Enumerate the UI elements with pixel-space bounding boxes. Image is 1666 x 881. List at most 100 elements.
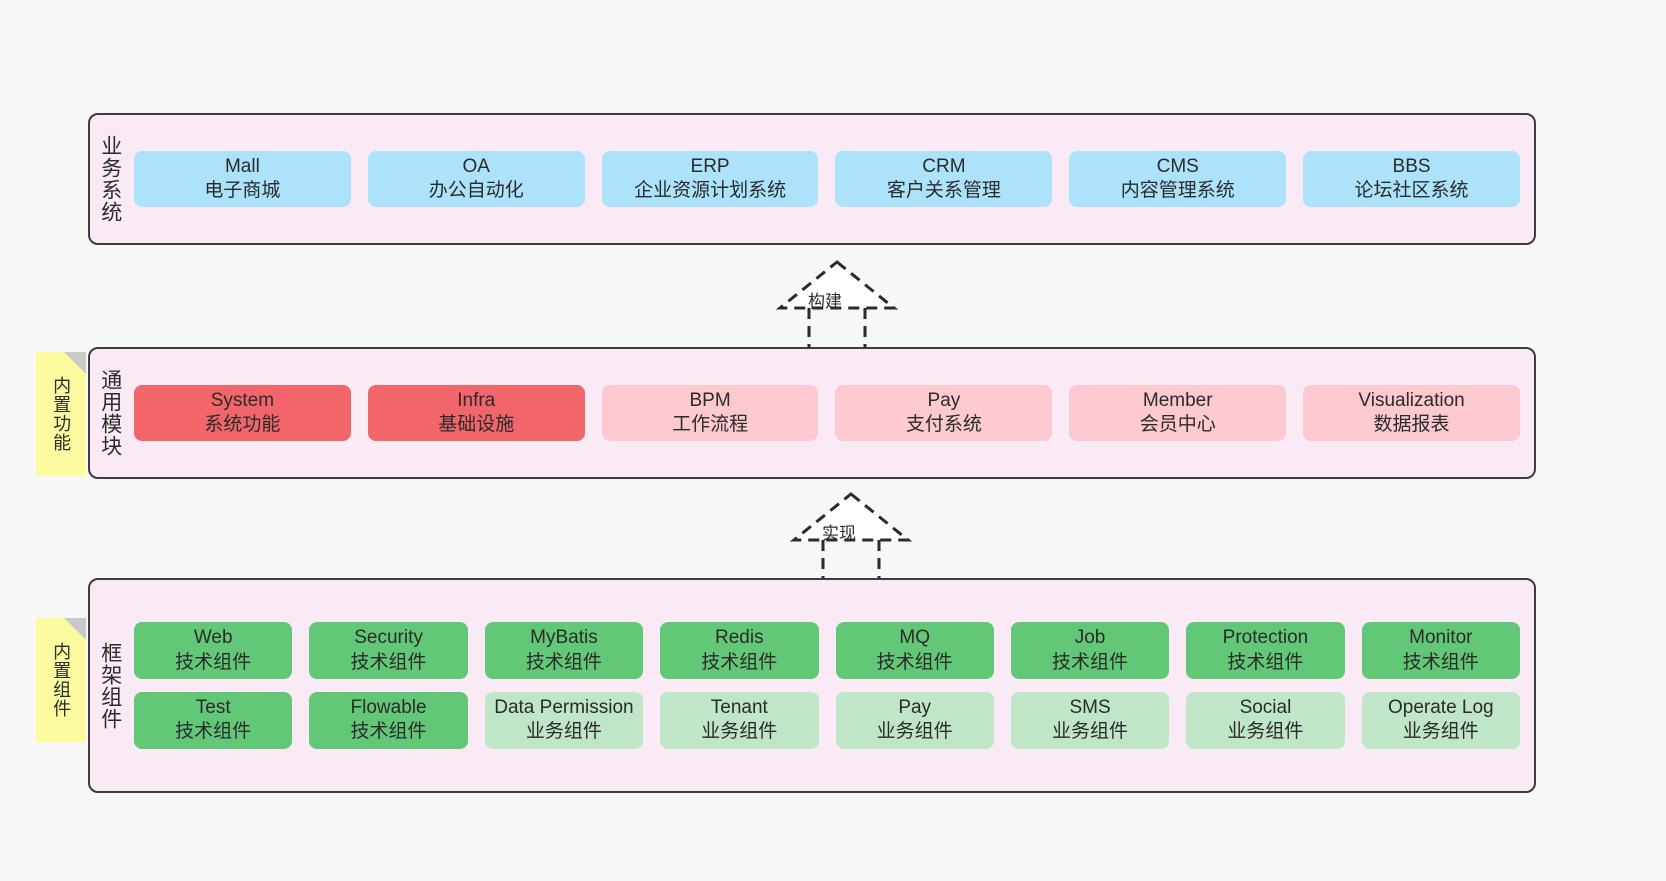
node-protection[interactable]: Protection 技术组件 — [1186, 622, 1345, 679]
layer-label-common-modules: 通用模块 — [98, 369, 122, 457]
node-subtitle: 内容管理系统 — [1120, 180, 1235, 201]
node-monitor[interactable]: Monitor 技术组件 — [1361, 622, 1520, 679]
layer-business-systems: 业务系统 Mall 电子商城 OA 办公自动化 ERP 企业资源计划系统 CRM… — [88, 113, 1536, 245]
node-bbs[interactable]: BBS 论坛社区系统 — [1303, 150, 1520, 208]
node-subtitle: 技术组件 — [525, 651, 602, 673]
node-mybatis[interactable]: MyBatis 技术组件 — [484, 622, 644, 679]
node-title: OA — [462, 155, 490, 177]
layer-row: Mall 电子商城 OA 办公自动化 ERP 企业资源计划系统 CRM 客户关系… — [134, 150, 1520, 208]
node-system[interactable]: System 系统功能 — [134, 384, 351, 442]
node-subtitle: 技术组件 — [350, 721, 427, 743]
node-subtitle: 工作流程 — [672, 414, 749, 435]
node-title: System — [210, 389, 275, 411]
node-title: Infra — [457, 389, 496, 411]
node-title: BBS — [1392, 155, 1431, 177]
node-subtitle: 技术组件 — [876, 651, 953, 673]
node-title: Member — [1142, 389, 1213, 411]
node-title: Flowable — [350, 697, 427, 718]
node-subtitle: 电子商城 — [204, 180, 281, 201]
connector-implement-svg — [789, 492, 913, 580]
node-subtitle: 业务组件 — [701, 721, 778, 743]
layer-body-business-systems: Mall 电子商城 OA 办公自动化 ERP 企业资源计划系统 CRM 客户关系… — [130, 115, 1534, 243]
node-title: Redis — [715, 627, 764, 649]
node-title: Web — [193, 627, 233, 649]
sticky-note-builtin-functions: 内置功能 — [36, 352, 86, 476]
node-subtitle: 技术组件 — [175, 651, 252, 673]
node-oa[interactable]: OA 办公自动化 — [367, 150, 585, 208]
node-title: Mall — [224, 155, 260, 177]
node-subtitle: 技术组件 — [1227, 651, 1304, 673]
node-cms[interactable]: CMS 内容管理系统 — [1069, 150, 1287, 208]
node-title: BPM — [689, 389, 731, 411]
node-title: MQ — [899, 627, 930, 649]
node-subtitle: 技术组件 — [701, 651, 778, 673]
node-title: Monitor — [1409, 627, 1473, 649]
node-title: Security — [354, 627, 423, 649]
node-subtitle: 企业资源计划系统 — [634, 180, 787, 201]
node-title: CRM — [922, 155, 966, 177]
node-sms[interactable]: SMS 业务组件 — [1010, 692, 1170, 749]
layer-body-framework-components: Web 技术组件 Security 技术组件 MyBatis 技术组件 Redi… — [130, 580, 1534, 791]
node-test[interactable]: Test 技术组件 — [134, 692, 293, 749]
node-subtitle: 业务组件 — [1227, 721, 1304, 743]
node-subtitle: 论坛社区系统 — [1354, 180, 1469, 201]
node-subtitle: 基础设施 — [438, 414, 515, 435]
note-fold-icon — [64, 618, 86, 640]
node-social[interactable]: Social 业务组件 — [1186, 692, 1345, 749]
note-fold-icon — [64, 352, 86, 374]
node-subtitle: 技术组件 — [1402, 651, 1479, 673]
layer-label-business-systems: 业务系统 — [98, 135, 122, 223]
node-subtitle: 技术组件 — [1052, 651, 1129, 673]
node-title: Job — [1074, 627, 1106, 649]
node-subtitle: 业务组件 — [876, 721, 953, 743]
node-title: Visualization — [1358, 389, 1465, 411]
node-member[interactable]: Member 会员中心 — [1069, 384, 1287, 442]
node-crm[interactable]: CRM 客户关系管理 — [835, 150, 1053, 208]
node-title: Test — [195, 697, 231, 718]
layer-row: Test 技术组件 Flowable 技术组件 Data Permission … — [134, 692, 1520, 749]
sticky-note-text: 内置功能 — [51, 376, 72, 452]
node-title: ERP — [690, 155, 730, 177]
layer-framework-components: 框架组件 Web 技术组件 Security 技术组件 MyBatis 技术组件… — [88, 578, 1536, 793]
connector-build-svg — [775, 260, 899, 348]
node-title: Protection — [1222, 627, 1309, 649]
sticky-note-builtin-components: 内置组件 — [36, 618, 86, 742]
node-title: CMS — [1156, 155, 1199, 177]
connector-implement-label: 实现 — [822, 524, 856, 543]
node-mall[interactable]: Mall 电子商城 — [134, 150, 351, 208]
connector-implement: 实现 — [766, 488, 926, 580]
node-subtitle: 业务组件 — [1052, 721, 1129, 743]
connector-build-label: 构建 — [808, 292, 842, 311]
node-subtitle: 办公自动化 — [428, 180, 524, 201]
node-mq[interactable]: MQ 技术组件 — [835, 622, 994, 679]
node-subtitle: 技术组件 — [350, 651, 427, 673]
node-bpm[interactable]: BPM 工作流程 — [601, 384, 819, 442]
node-job[interactable]: Job 技术组件 — [1010, 622, 1170, 679]
layer-label-framework-components: 框架组件 — [98, 641, 122, 730]
layer-common-modules: 通用模块 System 系统功能 Infra 基础设施 BPM 工作流程 Pay… — [88, 347, 1536, 479]
layer-row: System 系统功能 Infra 基础设施 BPM 工作流程 Pay 支付系统… — [134, 384, 1520, 442]
node-title: SMS — [1069, 697, 1111, 718]
connector-build: 构建 — [752, 256, 912, 348]
node-subtitle: 数据报表 — [1373, 414, 1450, 435]
node-title: Tenant — [710, 697, 768, 718]
node-visualization[interactable]: Visualization 数据报表 — [1303, 384, 1520, 442]
node-erp[interactable]: ERP 企业资源计划系统 — [601, 150, 819, 208]
node-subtitle: 业务组件 — [525, 721, 602, 743]
node-security[interactable]: Security 技术组件 — [309, 622, 468, 679]
node-title: MyBatis — [530, 627, 598, 649]
node-subtitle: 客户关系管理 — [886, 180, 1001, 201]
layer-body-common-modules: System 系统功能 Infra 基础设施 BPM 工作流程 Pay 支付系统… — [130, 349, 1534, 477]
node-pay-component[interactable]: Pay 业务组件 — [835, 692, 994, 749]
node-tenant[interactable]: Tenant 业务组件 — [660, 692, 819, 749]
node-operate-log[interactable]: Operate Log 业务组件 — [1361, 692, 1520, 749]
node-infra[interactable]: Infra 基础设施 — [367, 384, 585, 442]
node-subtitle: 会员中心 — [1139, 414, 1216, 435]
node-web[interactable]: Web 技术组件 — [134, 622, 293, 679]
node-pay-module[interactable]: Pay 支付系统 — [835, 384, 1053, 442]
node-data-permission[interactable]: Data Permission 业务组件 — [484, 692, 644, 749]
node-redis[interactable]: Redis 技术组件 — [660, 622, 819, 679]
node-flowable[interactable]: Flowable 技术组件 — [309, 692, 468, 749]
node-title: Data Permission — [494, 697, 634, 718]
